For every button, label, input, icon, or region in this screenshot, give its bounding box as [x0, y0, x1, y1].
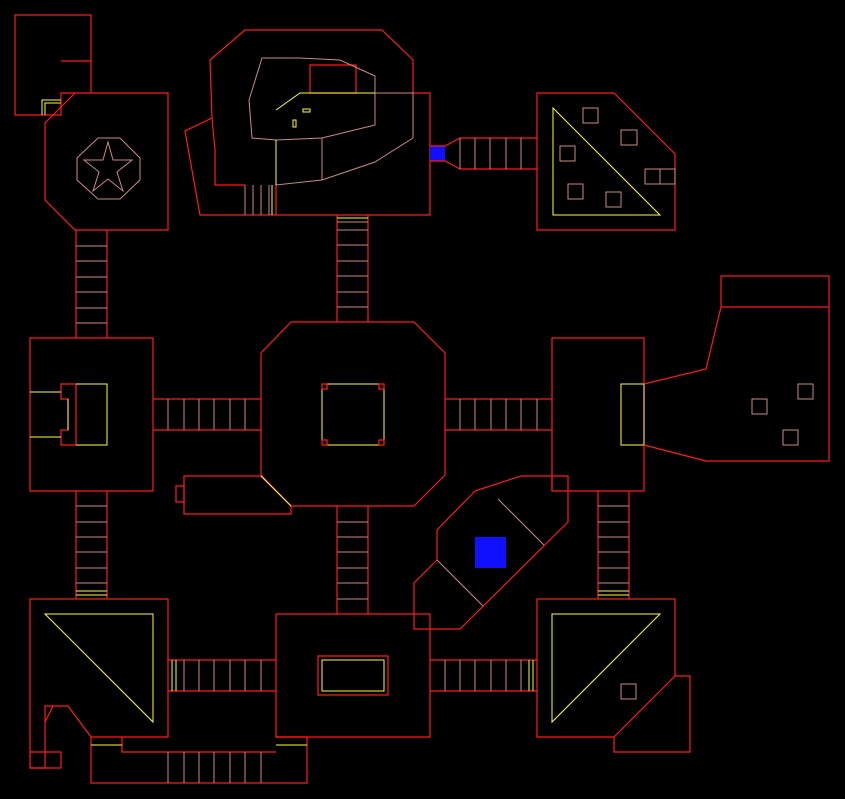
star-emblem [82, 140, 134, 193]
spiral-room-door-marker [430, 146, 445, 161]
star-room [44, 92, 169, 231]
far-east-crate-room [751, 383, 814, 446]
stairs-hall-to-south [336, 506, 369, 614]
south-room [275, 613, 431, 738]
stairs-south-to-se [430, 659, 537, 692]
southwest-triangle-room [29, 598, 169, 769]
stairs-west-to-hall [153, 398, 261, 431]
diagonal-room-floor-marker [475, 537, 506, 568]
stairs-east-to-se [597, 491, 630, 599]
triangle-crate-room [536, 92, 676, 231]
northwest-closet [14, 14, 92, 116]
west-ledge [175, 475, 292, 515]
west-room [29, 337, 154, 492]
central-hall [260, 321, 446, 507]
stairs-sw-to-south [168, 659, 276, 692]
spiral-room [184, 29, 431, 216]
diagonal-blue-room [413, 475, 569, 630]
stairs-star-to-west [75, 230, 108, 338]
south-ledge [90, 736, 308, 784]
east-room [551, 275, 830, 492]
stairs-hall-to-east [445, 398, 552, 431]
stairs-spiral-to-crates [430, 137, 537, 170]
stairs-spiral-to-hall [336, 215, 369, 322]
stairs-west-to-sw [75, 491, 108, 599]
southeast-triangle-room [536, 598, 691, 753]
